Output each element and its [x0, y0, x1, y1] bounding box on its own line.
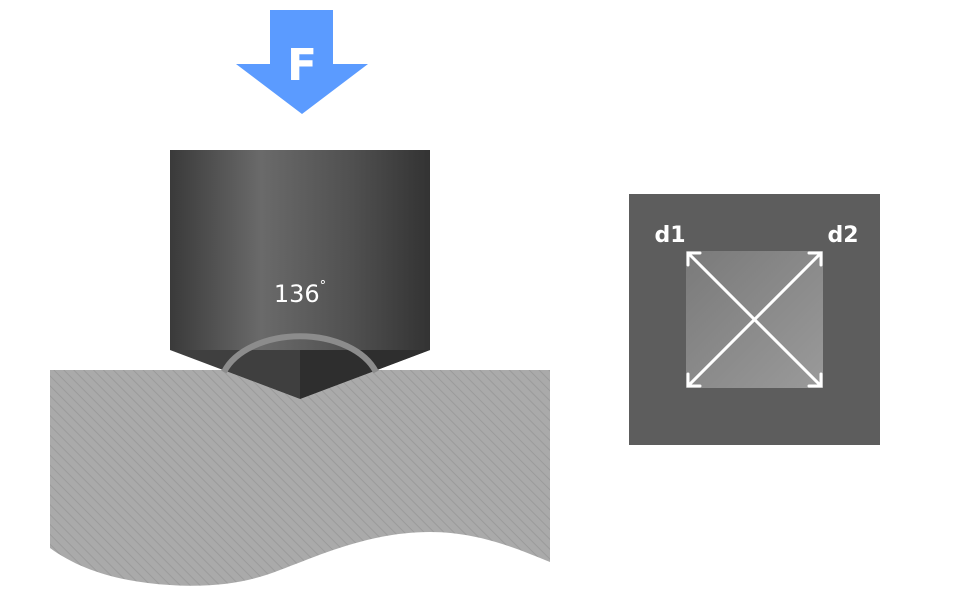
angle-unit: °: [320, 279, 327, 294]
force-arrow-shape: [236, 10, 368, 114]
force-label: F: [287, 40, 317, 91]
angle-label: 136°: [274, 279, 326, 308]
indenter-tip-shadow: [300, 350, 430, 399]
angle-arc: [221, 333, 379, 374]
specimen-block: [50, 370, 550, 586]
force-arrow: F: [236, 10, 368, 114]
indenter: 136°: [170, 150, 430, 399]
diagonal-d1-label: d1: [654, 223, 685, 248]
diagonal-d2-label: d2: [827, 223, 858, 248]
angle-value: 136: [274, 280, 320, 308]
indenter-body: [170, 150, 430, 350]
diagonal-d2-arrow: [686, 251, 823, 388]
impression-view: d1 d2: [629, 194, 880, 445]
